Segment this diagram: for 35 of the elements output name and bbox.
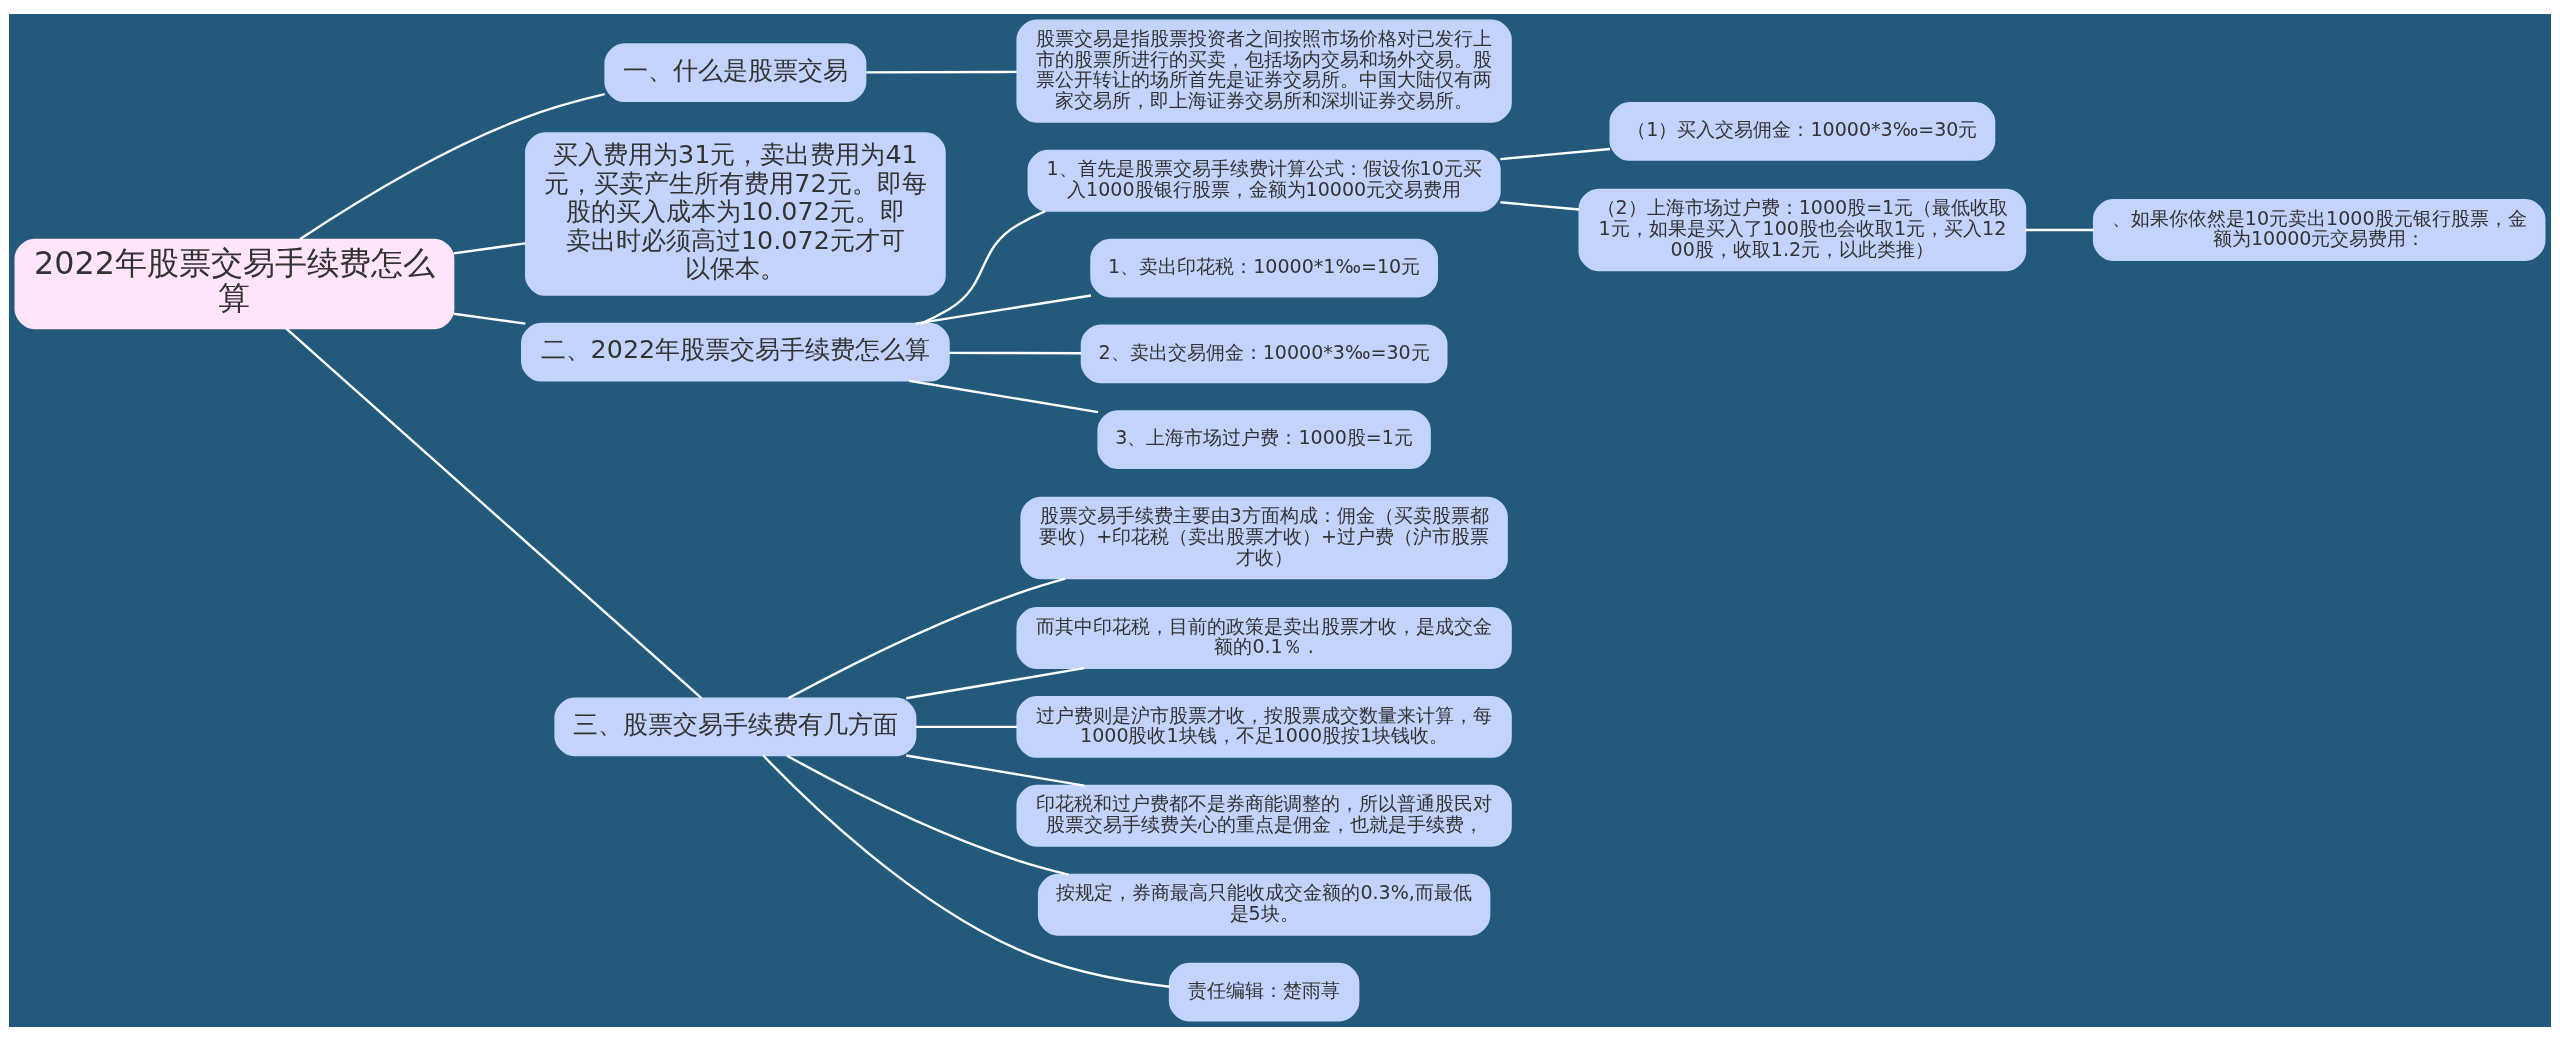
node-box: 1、首先是股票交易手续费计算公式：假设你10元买入1000股银行股票，金额为10000元交易费用 [1027,149,1501,212]
connector [1500,147,1611,161]
node-box: 3、上海市场过户费：1000股=1元 [1097,410,1431,469]
connector [285,327,703,700]
node-box: 按规定，券商最高只能收成交金额的0.3%,而最低是5块。 [1037,873,1491,936]
node-box: 2、卖出交易佣金：10000*3‰=30元 [1080,324,1448,384]
node-box: 印花税和过户费都不是券商能调整的，所以普通股民对股票交易手续费关心的重点是佣金，也就是手续费， [1016,784,1512,847]
connector [787,577,1066,700]
connector [915,725,1017,729]
node-box: 二、2022年股票交易手续费怎么算 [521,322,950,382]
connector [949,351,1082,355]
node-box: （2）上海市场过户费：1000股=1元（最低收取1元，如果是买入了100股也会收取1元，买入1200股，收取1.2元，以此类推） [1578,188,2027,272]
connector [920,209,1046,325]
connector [299,92,605,241]
node-box: 1、卖出印花税：10000*1‰=10元 [1090,238,1438,298]
node-box: 而其中印花税，目前的政策是卖出股票才收，是成交金额的0.1％ . [1016,607,1512,669]
connector [786,754,1069,876]
connector [915,294,1092,325]
node-box: 股票交易是指股票投资者之间按照市场价格对已发行上市的股票所进行的买卖，包括场内交易和场外交易。股票公开转让的场所首先是证券交易所。中国大陆仅有两家交易所，即上海证券交易所和深圳证券交易所。 [1016,19,1512,123]
node-box: 过户费则是沪市股票才收，按股票成交数量来计算，每1000股收1块钱，不足1000股按1块钱收。 [1016,695,1512,758]
connector [2025,228,2094,232]
connector [762,754,1170,988]
node-box: 股票交易手续费主要由3方面构成：佣金（买卖股票都要收）+印花税（卖出股票才收）+过户费（沪市股票才收） [1020,496,1508,580]
node-box: 、如果你依然是10元卖出1000股元银行股票，金额为10000元交易费用： [2092,198,2546,261]
node-box: 2022年股票交易手续费怎么算 [14,238,455,330]
connector [1500,201,1580,211]
node-box: 买入费用为31元，卖出费用为41元，买卖产生所有费用72元。即每股的买入成本为10.072元。即卖出时必须高过10.072元才可以保本。 [525,132,946,296]
connector [908,379,1099,414]
connector [453,312,526,325]
node-box: 三、股票交易手续费有几方面 [554,697,917,757]
node-box: （1）买入交易佣金：10000*3‰=30元 [1609,102,1996,161]
connector [866,70,1017,74]
connector [453,242,526,255]
node-box: 一、什么是股票交易 [604,43,867,103]
node-box: 责任编辑：楚雨荨 [1168,962,1360,1022]
